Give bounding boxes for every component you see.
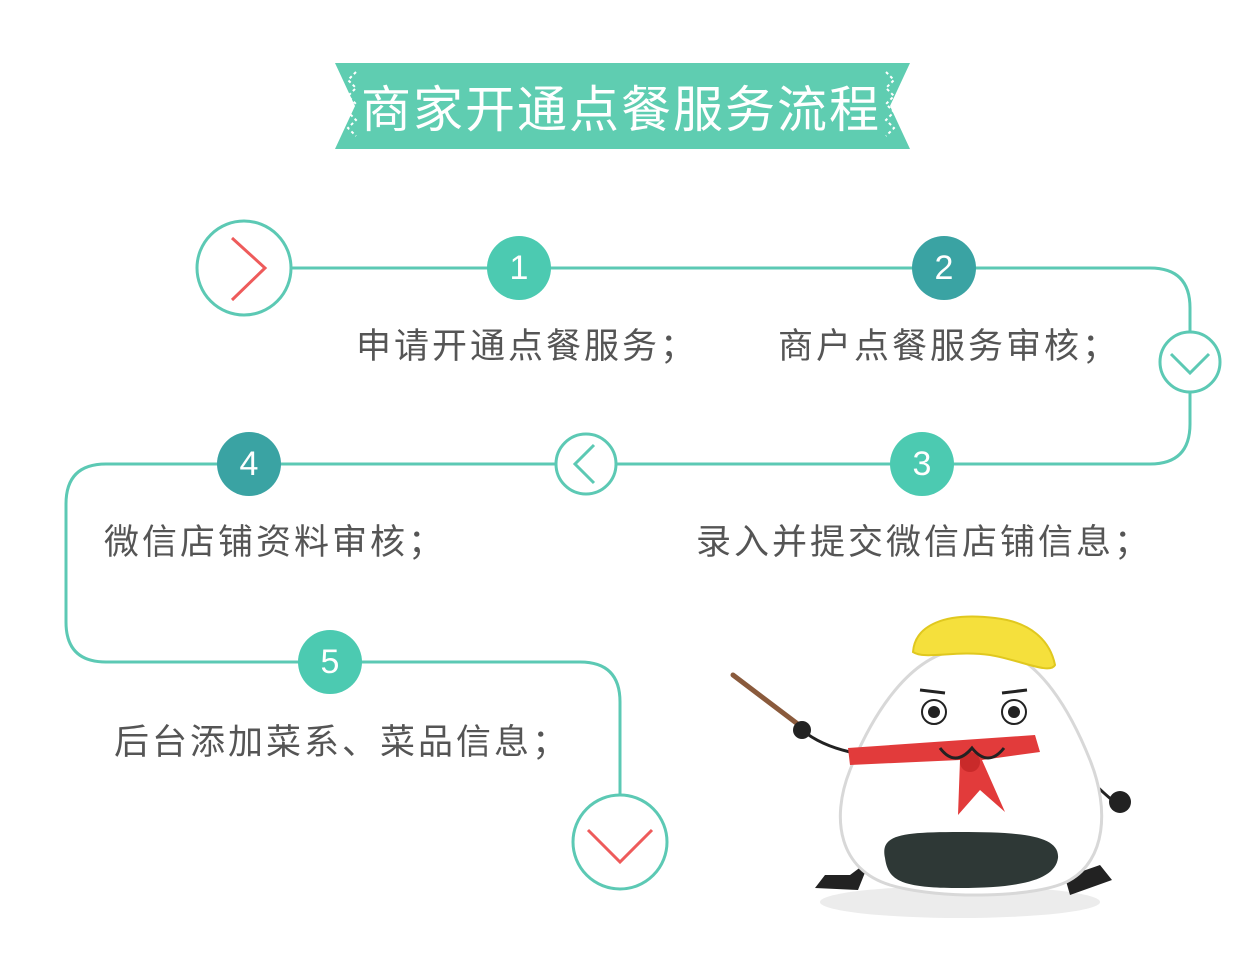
step-3-number: 3 xyxy=(912,444,932,483)
step-5-number: 5 xyxy=(320,642,340,681)
flow-path xyxy=(64,266,1192,800)
step-4-label: 微信店铺资料审核； xyxy=(104,523,447,563)
turn-left-node xyxy=(554,432,618,496)
step-2-label: 商户点餐服务审核； xyxy=(778,327,1121,367)
chevron-left-icon xyxy=(572,443,596,485)
end-node xyxy=(571,793,669,891)
step-2-number: 2 xyxy=(934,248,954,287)
step-4-circle xyxy=(217,432,281,496)
step-1-label: 申请开通点餐服务； xyxy=(356,327,699,367)
step-4-number: 4 xyxy=(239,444,259,483)
step-5-label: 后台添加菜系、菜品信息； xyxy=(114,723,571,763)
start-node xyxy=(195,219,293,317)
rice-ball-mascot xyxy=(730,615,1131,918)
title-banner xyxy=(335,63,910,149)
page-title: 商家开通点餐服务流程 xyxy=(361,81,881,139)
chevron-down-icon xyxy=(586,828,654,865)
step-2-circle xyxy=(912,236,976,300)
step-5-circle xyxy=(298,630,362,694)
step-3-circle xyxy=(890,432,954,496)
step-3-label: 录入并提交微信店铺信息； xyxy=(696,523,1153,563)
turn-down-node xyxy=(1158,330,1222,394)
chevron-down-icon xyxy=(1169,352,1211,376)
step-1-circle xyxy=(487,236,551,300)
chevron-right-icon xyxy=(230,236,268,302)
step-1-number: 1 xyxy=(509,248,529,287)
